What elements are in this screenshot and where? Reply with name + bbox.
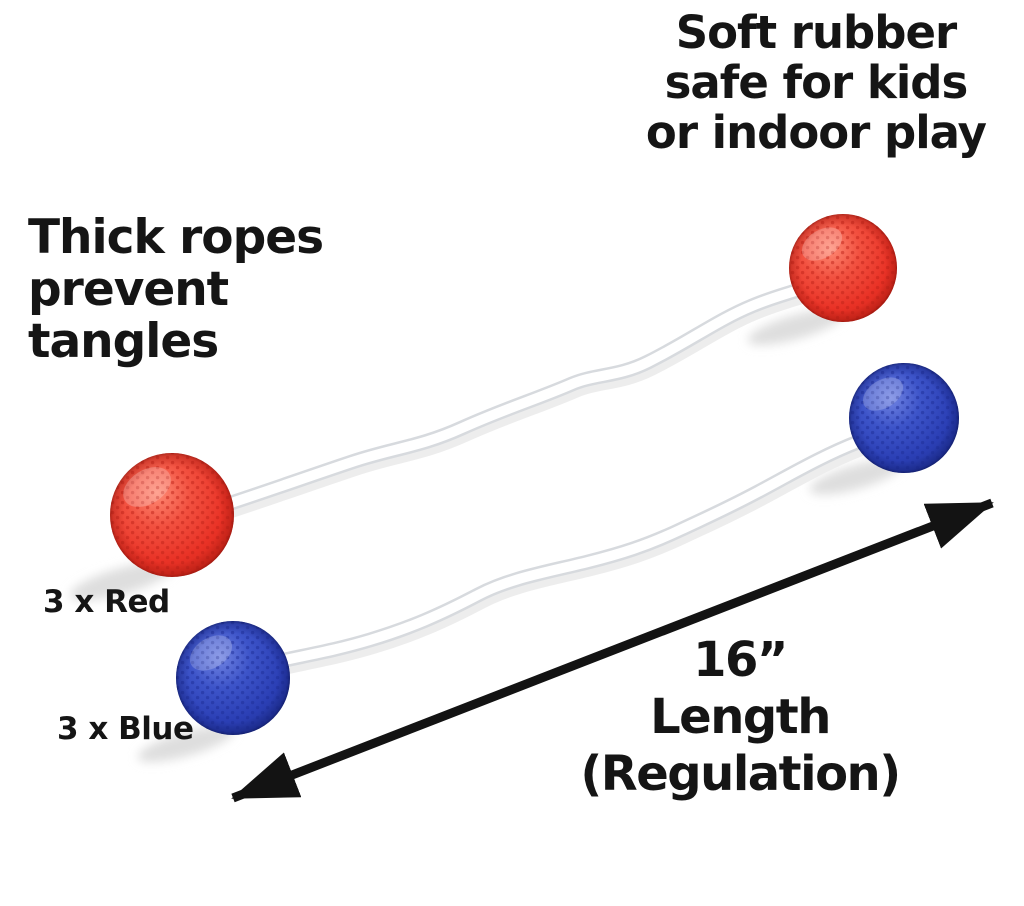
red-ball-right [789, 214, 897, 322]
blue-ball-right [849, 363, 959, 473]
length-measurement: 16” Length (Regulation) [580, 632, 901, 802]
highlight [123, 467, 171, 507]
length-arrow [231, 498, 994, 803]
rope-core [217, 277, 827, 511]
highlight [189, 635, 233, 671]
red-ball-left [110, 453, 234, 577]
label-red-count: 3 x Red [43, 584, 170, 620]
label-blue-count: 3 x Blue [57, 711, 194, 747]
red-bola-rope [214, 274, 833, 520]
highlight [801, 227, 843, 261]
highlight [862, 377, 904, 411]
callout-soft-rubber: Soft rubber safe for kids or indoor play [645, 6, 987, 159]
shadow-blue-left [137, 726, 235, 762]
shadow-red-right [747, 309, 845, 345]
callout-thick-ropes: Thick ropes prevent tangles [28, 210, 324, 369]
shadow-blue-right [809, 459, 903, 495]
